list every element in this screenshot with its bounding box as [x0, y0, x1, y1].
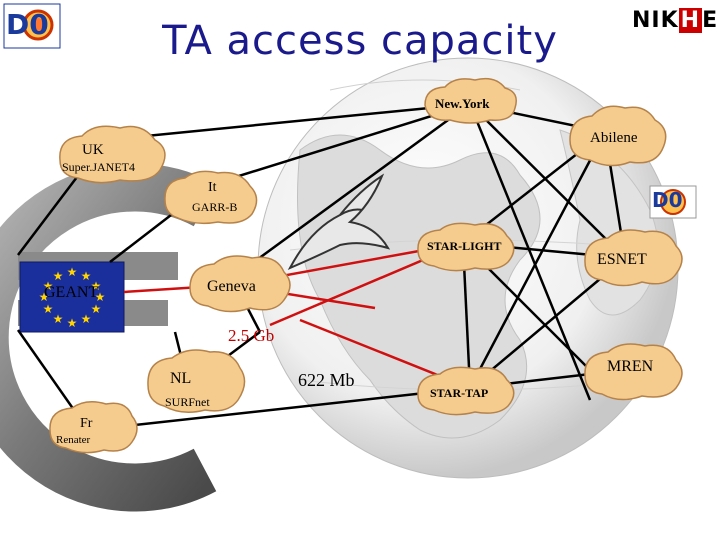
link-capacity-25gb: 2.5 Gb: [228, 326, 275, 345]
svg-text:★: ★: [43, 279, 54, 293]
svg-text:★: ★: [81, 269, 92, 283]
cloud-startap: [417, 366, 515, 416]
d0-logo: [3, 3, 61, 49]
node-mren-label: MREN: [607, 358, 654, 375]
d0-logo-small: [649, 185, 697, 219]
svg-text:★: ★: [81, 312, 92, 326]
cloud-uk: [59, 125, 166, 184]
cloud-mren: [584, 343, 683, 401]
svg-text:★: ★: [91, 279, 102, 293]
svg-text:★: ★: [67, 316, 78, 330]
node-starlight-label: STAR-LIGHT: [427, 239, 502, 253]
cloud-abilene: [569, 105, 667, 167]
node-nl-label: NL: [170, 370, 192, 387]
node-abilene-label: Abilene: [590, 130, 638, 146]
d0-logo-text: D0: [6, 8, 49, 41]
svg-text:★: ★: [53, 269, 64, 283]
svg-text:★: ★: [67, 265, 78, 279]
d0-logo-small-text: D0: [652, 188, 683, 212]
svg-text:★: ★: [91, 302, 102, 316]
node-geneva-label: Geneva: [207, 278, 256, 295]
node-esnet-label: ESNET: [597, 251, 647, 268]
nikhef-logo-post: EF: [702, 8, 720, 33]
cloud-geneva: [189, 255, 291, 313]
cloud-fr: [49, 401, 138, 454]
node-it-sub: GARR-B: [192, 200, 238, 214]
nikhef-logo: NIKHEF: [632, 8, 720, 33]
link-capacity-622mb: 622 Mb: [298, 370, 355, 390]
node-it-label: It: [208, 180, 217, 195]
svg-text:★: ★: [95, 290, 106, 304]
node-uk-sub: Super.JANET4: [62, 160, 135, 174]
nikhef-logo-mid: K: [660, 8, 679, 33]
cloud-it: [164, 170, 258, 225]
svg-text:★: ★: [53, 312, 64, 326]
node-nl-sub: SURFnet: [165, 395, 210, 409]
svg-text:★: ★: [39, 290, 50, 304]
cloud-esnet: [584, 229, 683, 287]
node-fr-label: Fr: [80, 416, 93, 431]
cloud-newyork: [424, 77, 517, 124]
node-newyork-label: New.York: [435, 96, 490, 111]
bird-icon: [287, 173, 391, 271]
node-startap-label: STAR-TAP: [430, 386, 489, 400]
slide-title: TA access capacity: [162, 18, 558, 64]
svg-text:★: ★: [43, 302, 54, 316]
nikhef-logo-pre: NI: [632, 8, 661, 33]
node-uk-label: UK: [82, 142, 104, 158]
eu-flag: ★★★ ★★★ ★★★ ★★★: [19, 261, 125, 333]
cloud-nl: [147, 349, 246, 413]
node-geant-label: GEANT: [44, 284, 99, 301]
cloud-starlight: [417, 222, 515, 272]
nikhef-logo-hl: H: [678, 8, 703, 33]
node-fr-sub: Renater: [56, 434, 91, 446]
